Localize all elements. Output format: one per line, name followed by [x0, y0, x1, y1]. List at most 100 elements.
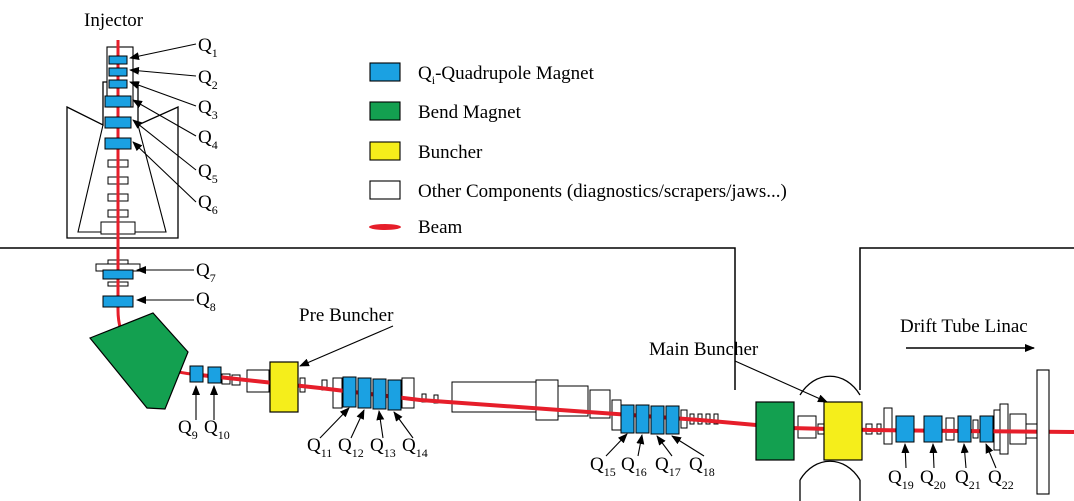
quad-label-sub: 11 — [321, 446, 333, 460]
quad-label-main: Q — [888, 467, 902, 488]
quad-label-main: Q — [198, 97, 212, 118]
quad-label-sub: 2 — [212, 78, 218, 92]
quadrupole-label-q11: Q11 — [307, 435, 332, 460]
legend-buncher-swatch — [369, 141, 401, 161]
leader-line — [656, 435, 673, 457]
quad-label-main: Q — [196, 289, 210, 310]
quad-label-sub: 4 — [212, 138, 218, 152]
other-component — [535, 379, 559, 421]
quadrupole-label-q22: Q22 — [988, 467, 1014, 492]
injector-label: Injector — [84, 10, 144, 31]
legend-quadrupole-sub: i — [432, 73, 436, 87]
quadrupole-q19 — [895, 415, 915, 443]
quadrupole-label-q6: Q6 — [198, 192, 218, 217]
other-component — [972, 419, 979, 439]
legend-quadrupole-label: Qi-Quadrupole Magnet — [418, 63, 595, 87]
quad-label-sub: 10 — [218, 428, 230, 442]
main-buncher — [823, 401, 863, 461]
leader-line — [350, 409, 365, 439]
leader-line — [929, 443, 938, 469]
quadrupole-q7 — [102, 269, 134, 280]
quad-label-main: Q — [338, 435, 352, 456]
quadrupole-q18 — [665, 405, 680, 435]
other-component — [713, 413, 719, 425]
quadrupole-label-q14: Q14 — [402, 435, 428, 460]
leader-line — [132, 119, 197, 171]
quad-label-main: Q — [402, 435, 416, 456]
quadrupole-q9 — [189, 365, 204, 383]
quadrupole-q2 — [108, 67, 128, 77]
legend-bend-swatch — [369, 101, 401, 121]
quad-label-sub: 22 — [1002, 478, 1014, 492]
quadrupole-q17 — [650, 405, 665, 435]
quad-label-sub: 6 — [212, 203, 218, 217]
quad-label-sub: 15 — [604, 465, 616, 479]
quad-label-main: Q — [198, 127, 212, 148]
quad-label-sub: 19 — [902, 478, 914, 492]
quadrupole-label-q16: Q16 — [621, 454, 647, 479]
quadrupole-q8 — [102, 295, 134, 308]
legend-beam-label: Beam — [418, 217, 463, 238]
quad-label-sub: 8 — [210, 300, 216, 314]
quadrupole-q4 — [104, 95, 132, 108]
quadrupole-q20 — [923, 415, 943, 443]
leader-line — [734, 360, 828, 403]
quad-label-sub: 12 — [352, 446, 364, 460]
bend-magnet-dtl — [755, 401, 795, 461]
pre-buncher-label: Pre Buncher — [299, 305, 394, 326]
quad-label-sub: 18 — [703, 465, 715, 479]
quadrupole-label-q15: Q15 — [590, 454, 616, 479]
quad-label-main: Q — [204, 417, 218, 438]
leader-lines — [129, 43, 997, 469]
quad-label-main: Q — [370, 435, 384, 456]
other-component — [1009, 413, 1027, 445]
quadrupole-q12 — [357, 377, 372, 409]
quadrupole-q13 — [372, 378, 387, 410]
legend-other-label: Other Components (diagnostics/scrapers/j… — [418, 181, 787, 202]
bend-magnet — [89, 312, 189, 410]
quad-label-main: Q — [178, 417, 192, 438]
quad-label-main: Q — [920, 467, 934, 488]
leader-line — [132, 141, 197, 203]
quadrupole-q22 — [979, 415, 994, 443]
quadrupole-label-q19: Q19 — [888, 467, 914, 492]
quadrupole-label-q5: Q5 — [198, 161, 218, 186]
quad-label-main: Q — [198, 67, 212, 88]
legend: Qi-Quadrupole Magnet Bend Magnet Buncher… — [369, 62, 787, 238]
drift-tube-linac-label: Drift Tube Linac — [900, 316, 1028, 337]
leader-line — [393, 411, 414, 439]
quadrupole-label-q20: Q20 — [920, 467, 946, 492]
quadrupole-q6 — [104, 137, 132, 150]
legend-bend-label: Bend Magnet — [418, 102, 522, 123]
leader-line — [671, 435, 705, 457]
quadrupole-label-q13: Q13 — [370, 435, 396, 460]
quadrupole-label-q12: Q12 — [338, 435, 364, 460]
quadrupole-label-q2: Q2 — [198, 67, 218, 92]
quad-label-sub: 7 — [210, 271, 216, 285]
main-buncher-cavity-top — [799, 375, 861, 396]
quad-label-main: Q — [955, 467, 969, 488]
quad-label-main: Q — [198, 192, 212, 213]
shielding-wall-outline — [0, 247, 1074, 390]
quadrupole-q10 — [207, 366, 222, 384]
legend-buncher-label: Buncher — [418, 142, 483, 163]
quadrupole-magnets — [102, 55, 994, 443]
quadrupole-label-q21: Q21 — [955, 467, 981, 492]
other-component — [332, 377, 343, 409]
quadrupole-q21 — [957, 415, 972, 443]
leader-line — [376, 410, 385, 439]
legend-beam-icon — [369, 224, 401, 230]
quadrupole-label-q8: Q8 — [196, 289, 216, 314]
quad-label-main: Q — [590, 454, 604, 475]
quadrupole-q11 — [342, 376, 357, 408]
quad-label-sub: 17 — [669, 465, 681, 479]
main-buncher-label: Main Buncher — [649, 339, 759, 360]
quadrupole-q14 — [387, 379, 402, 411]
quad-label-main: Q — [689, 454, 703, 475]
quad-label-main: Q — [621, 454, 635, 475]
leader-line — [636, 434, 645, 457]
pre-buncher — [269, 361, 299, 413]
dtl-entrance-flange — [1036, 369, 1050, 495]
leader-line — [129, 66, 197, 77]
